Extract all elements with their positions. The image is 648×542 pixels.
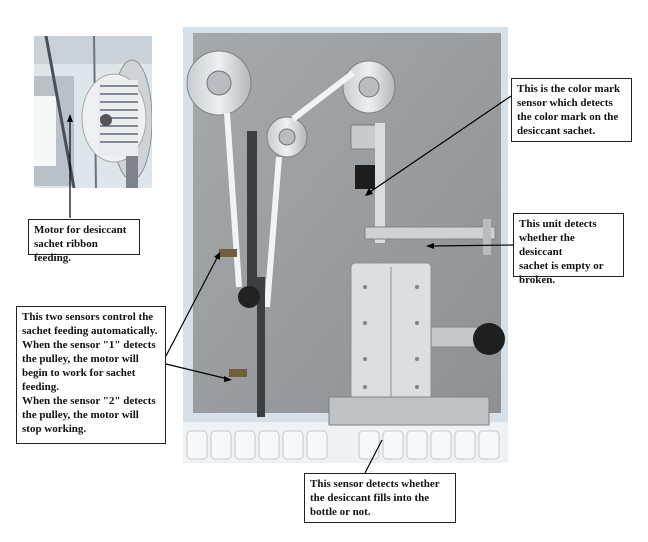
machine-photo xyxy=(183,27,508,463)
two-sensors-line-4: the pulley, the motor will xyxy=(22,353,139,365)
two-sensors-line-7: When the sensor "2" detects xyxy=(22,395,156,407)
two-sensors-line-9: stop working. xyxy=(22,423,87,435)
two-sensors-line-3: When the sensor "1" detects xyxy=(22,339,156,351)
callout-motor-text: Motor for desiccant sachet ribbon feedin… xyxy=(34,224,127,264)
leader-sensor-2 xyxy=(165,363,229,380)
motor-inset-illustration xyxy=(34,36,152,188)
callout-unit-detects-text: This unit detects whether the desiccant … xyxy=(519,218,604,286)
leader-unit-detects xyxy=(429,244,514,247)
two-sensors-line-1: This two sensors control the xyxy=(22,311,154,323)
motor-inset-photo xyxy=(34,36,152,188)
machine-illustration xyxy=(183,27,508,463)
callout-color-mark-text: This is the color mark sensor which dete… xyxy=(517,83,621,137)
callout-fill-sensor-text: This sensor detects whether the desiccan… xyxy=(310,478,440,518)
callout-fill-sensor: This sensor detects whether the desiccan… xyxy=(304,473,456,523)
two-sensors-line-8: the pulley, the motor will xyxy=(22,409,139,421)
callout-two-sensors: This two sensors control the sachet feed… xyxy=(16,306,166,444)
two-sensors-line-5: begin to work for sachet xyxy=(22,367,136,379)
callout-color-mark: This is the color mark sensor which dete… xyxy=(511,78,632,142)
two-sensors-line-6: feeding. xyxy=(22,381,59,393)
two-sensors-line-2: sachet feeding automatically. xyxy=(22,325,158,337)
callout-unit-detects: This unit detects whether the desiccant … xyxy=(513,213,624,286)
leader-fill-sensor xyxy=(364,439,383,474)
leader-sensor-1 xyxy=(165,255,219,357)
leader-color-mark xyxy=(366,95,512,195)
callout-motor: Motor for desiccant sachet ribbon feedin… xyxy=(28,219,140,264)
